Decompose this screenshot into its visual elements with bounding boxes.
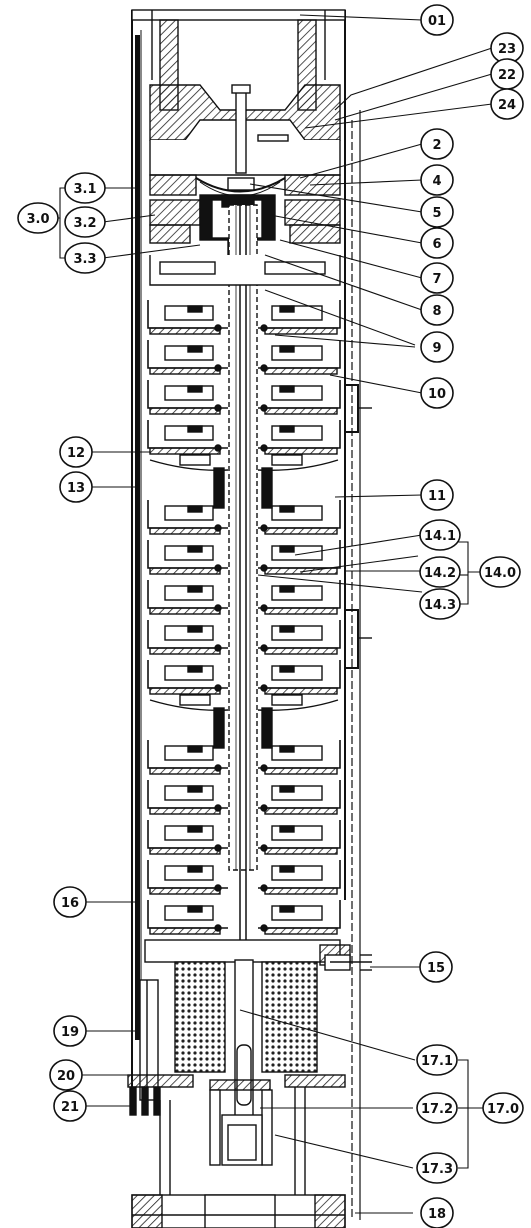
callout-14-2: 14.2	[419, 556, 461, 588]
callout-text: 7	[432, 272, 441, 287]
callout-19: 19	[53, 1015, 87, 1047]
impeller-stage	[147, 580, 341, 615]
callout-text: 15	[427, 961, 445, 976]
callout-text: 10	[428, 387, 446, 402]
callout-text: 9	[432, 341, 441, 356]
callout-21: 21	[53, 1090, 87, 1122]
impeller-stage	[147, 860, 341, 895]
callout-text: 14.1	[424, 529, 456, 544]
callout-text: 8	[432, 304, 441, 319]
callout-5: 5	[420, 196, 454, 228]
callout-text: 22	[498, 68, 516, 83]
callout-3-0: 3.0	[17, 202, 59, 234]
impeller-stage	[147, 420, 341, 455]
impeller-stage	[147, 740, 341, 775]
impeller-stage	[147, 300, 341, 335]
callout-text: 17.0	[487, 1102, 519, 1117]
callout-12: 12	[59, 436, 93, 468]
callout-text: 23	[498, 42, 516, 57]
callout-01: 01	[420, 4, 454, 36]
callout-text: 3.1	[73, 182, 96, 197]
callout-text: 4	[432, 174, 441, 189]
callout-text: 14.2	[424, 566, 456, 581]
impeller-stage	[147, 380, 341, 415]
callout-text: 17.2	[421, 1102, 453, 1117]
callout-14-3: 14.3	[419, 588, 461, 620]
callout-14-0: 14.0	[479, 556, 521, 588]
callout-16: 16	[53, 886, 87, 918]
callout-3-3: 3.3	[64, 242, 106, 274]
callout-text: 12	[67, 446, 85, 461]
callout-23: 23	[490, 32, 524, 64]
leader-lines	[58, 14, 493, 1214]
impeller-stage	[147, 340, 341, 375]
callout-18: 18	[420, 1197, 454, 1228]
callout-text: 11	[428, 489, 446, 504]
callout-17-1: 17.1	[416, 1044, 458, 1076]
callout-text: 13	[67, 481, 85, 496]
callout-11: 11	[420, 479, 454, 511]
callout-text: 3.2	[73, 216, 96, 231]
callout-text: 01	[428, 14, 446, 29]
callout-3-2: 3.2	[64, 206, 106, 238]
callout-15: 15	[419, 951, 453, 983]
callout-text: 14.0	[484, 566, 516, 581]
callout-text: 6	[432, 237, 441, 252]
callout-text: 17.1	[421, 1054, 453, 1069]
callout-2: 2	[420, 128, 454, 160]
callout-17-3: 17.3	[416, 1152, 458, 1184]
bowl-separator	[149, 454, 339, 509]
callout-24: 24	[490, 88, 524, 120]
impeller-stage	[147, 540, 341, 575]
callout-text: 3.3	[73, 252, 96, 267]
callout-17-0: 17.0	[482, 1092, 524, 1124]
callout-3-1: 3.1	[64, 172, 106, 204]
bowl-separator	[149, 694, 339, 749]
impeller-stage	[147, 780, 341, 815]
callout-9: 9	[420, 331, 454, 363]
impeller-stage	[147, 900, 341, 935]
callout-13: 13	[59, 471, 93, 503]
pump-body	[131, 9, 361, 1220]
callout-text: 24	[498, 98, 516, 113]
pump-lower	[127, 384, 372, 1228]
impeller-stage	[147, 500, 341, 535]
callout-text: 21	[61, 1100, 79, 1115]
callout-text: 17.3	[421, 1162, 453, 1177]
callout-10: 10	[420, 377, 454, 409]
callout-text: 20	[57, 1069, 75, 1084]
callout-text: 19	[61, 1025, 79, 1040]
callout-6: 6	[420, 227, 454, 259]
impeller-stage	[147, 820, 341, 855]
impeller-stage	[147, 620, 341, 655]
callout-text: 16	[61, 896, 79, 911]
callout-20: 20	[49, 1059, 83, 1091]
impeller-stages	[147, 300, 341, 935]
callout-text: 2	[432, 138, 441, 153]
callout-text: 18	[428, 1207, 446, 1222]
callout-text: 3.0	[26, 212, 49, 227]
callout-17-2: 17.2	[416, 1092, 458, 1124]
callout-8: 8	[420, 294, 454, 326]
callout-text: 5	[432, 206, 441, 221]
impeller-stage	[147, 660, 341, 695]
callout-22: 22	[490, 58, 524, 90]
callout-labels: 0123222424567891011121314.114.214.314.01…	[17, 4, 524, 1228]
callout-7: 7	[420, 262, 454, 294]
callout-14-1: 14.1	[419, 519, 461, 551]
callout-text: 14.3	[424, 598, 456, 613]
callout-4: 4	[420, 164, 454, 196]
